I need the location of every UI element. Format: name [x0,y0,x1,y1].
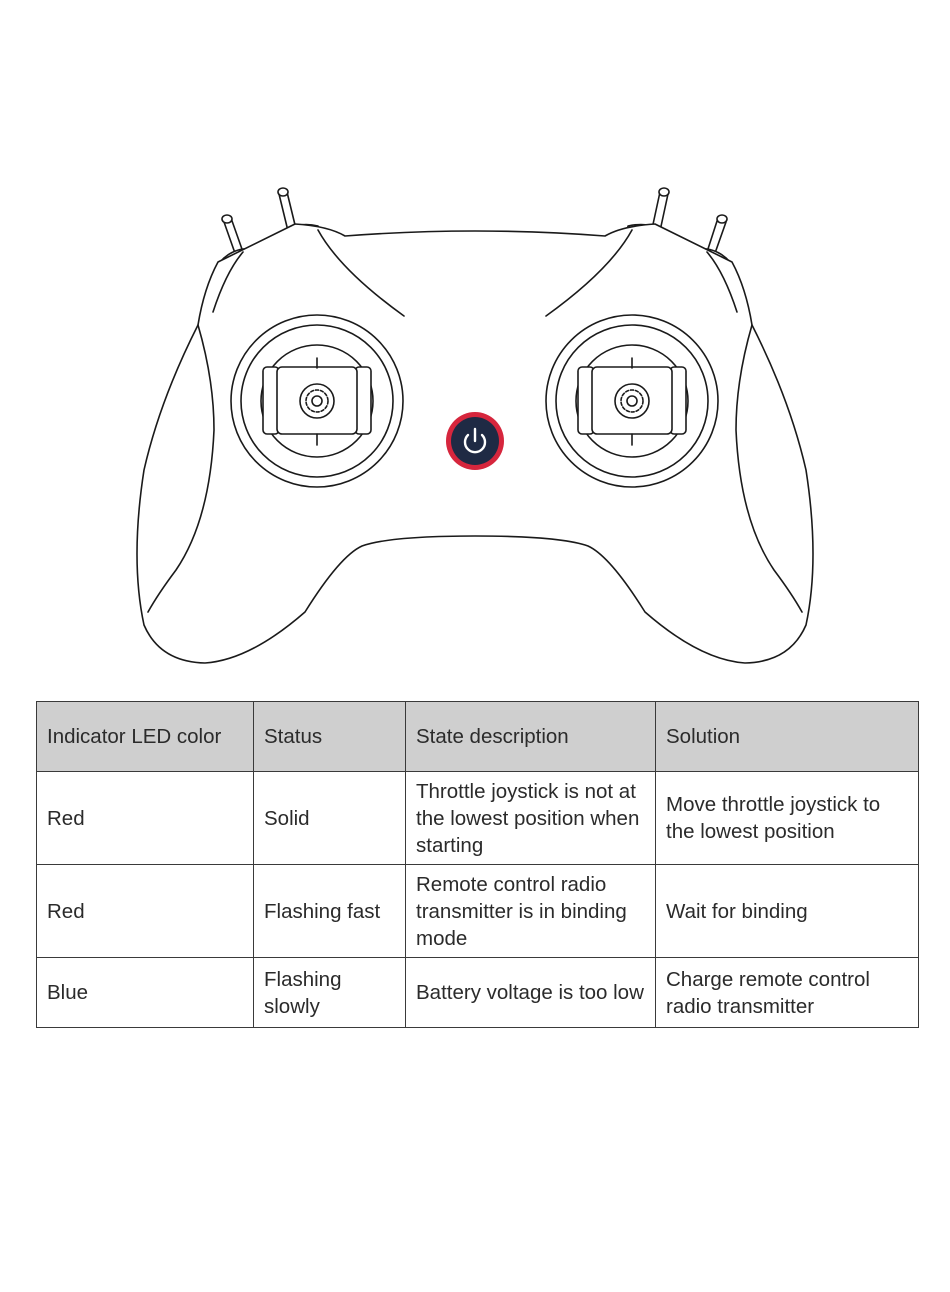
led-color-cell: Red [36,864,254,958]
solution-cell: Charge remote control radio transmitter [655,957,919,1028]
status-cell: Solid [253,771,406,865]
status-cell: Flashing slowly [253,957,406,1028]
power-icon [463,427,487,454]
status-cell: Flashing fast [253,864,406,958]
power-button [446,412,504,470]
left-joystick [230,314,404,488]
solution-cell: Wait for binding [655,864,919,958]
header-status: Status [253,701,406,772]
header-solution: Solution [655,701,919,772]
table-row: Blue Flashing slowly Battery voltage is … [36,957,919,1028]
header-indicator-led-color: Indicator LED color [36,701,254,772]
right-joystick [545,314,719,488]
table-row: Red Solid Throttle joystick is not at th… [36,771,919,865]
solution-cell: Move throttle joystick to the lowest pos… [655,771,919,865]
state-description-cell: Throttle joystick is not at the lowest p… [405,771,656,865]
controller-diagram [136,187,814,664]
led-status-table: Indicator LED color Status State descrip… [36,701,919,1028]
led-color-cell: Blue [36,957,254,1028]
table-row: Red Flashing fast Remote control radio t… [36,864,919,958]
header-state-description: State description [405,701,656,772]
state-description-cell: Battery voltage is too low [405,957,656,1028]
led-color-cell: Red [36,771,254,865]
table-header-row: Indicator LED color Status State descrip… [36,701,919,772]
state-description-cell: Remote control radio transmitter is in b… [405,864,656,958]
